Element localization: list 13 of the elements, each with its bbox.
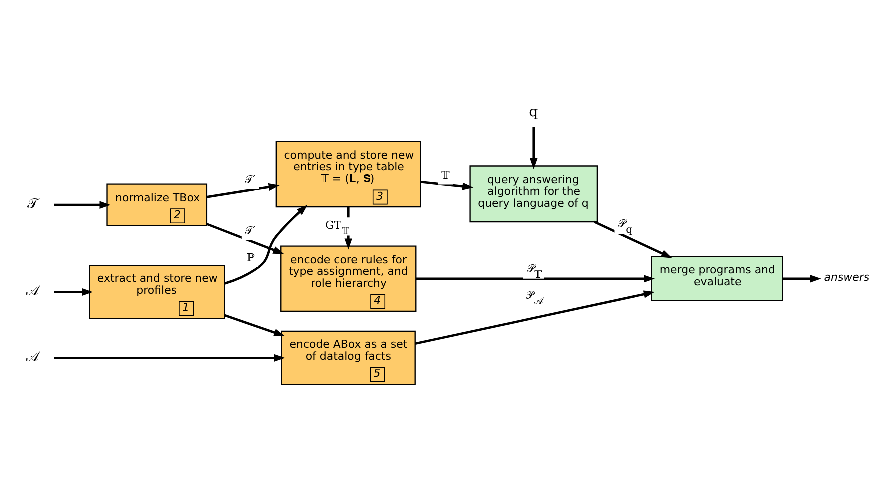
edge-label: 𝒫$_{𝒜}$ (526, 288, 543, 308)
edge-label: 𝒯′ (245, 224, 256, 238)
node-text: q (529, 104, 538, 120)
node-text: 𝒯 (28, 196, 39, 212)
node-text: 𝒜 (26, 349, 40, 366)
node-text: 𝒜 (26, 283, 40, 300)
edge-label: 𝕋 (442, 168, 450, 182)
edge-label: ℙ (246, 250, 255, 264)
node-text: answers (824, 270, 870, 284)
edge-label: 𝒯′ (245, 173, 256, 186)
edge-label: 𝒫$_{𝕋}$ (526, 262, 542, 280)
edge-label: GT$_{𝕋}$ (325, 218, 350, 238)
edge-label: 𝒫$_{q}$ (618, 217, 633, 236)
